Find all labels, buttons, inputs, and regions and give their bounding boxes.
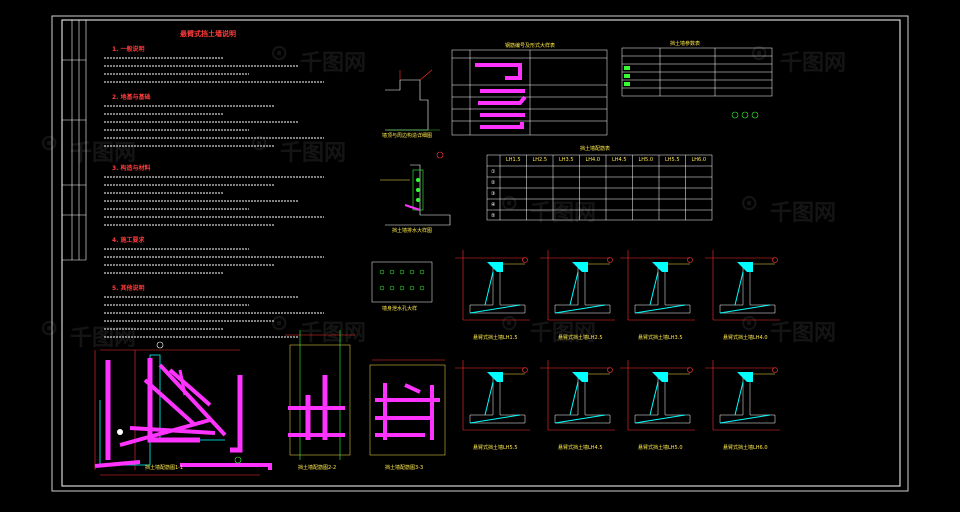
binding-strip [62, 20, 87, 261]
schedule-header-cell: LH2.5 [532, 157, 548, 163]
schedule-header-cell: LH6.0 [691, 157, 707, 163]
svg-text:⊙: ⊙ [740, 311, 758, 336]
wall-drawing [620, 360, 695, 431]
wall-drawing [540, 360, 615, 431]
notes-heading-4: 4. 施工要求 [112, 237, 145, 244]
wall-drawing [455, 250, 530, 321]
svg-text:⊙: ⊙ [740, 191, 758, 216]
schedule-row-id: ④ [491, 202, 496, 208]
schedule-table [486, 154, 713, 221]
svg-text:⊙: ⊙ [40, 131, 58, 156]
param-table-swatches [624, 66, 630, 86]
schedule-row-id: ② [491, 180, 496, 186]
svg-text:千图网: 千图网 [770, 321, 836, 346]
wall-caption: 悬臂式挡土墙LH2.5 [558, 335, 603, 341]
svg-text:千图网: 千图网 [530, 321, 596, 346]
schedule-header-cell: LH4.5 [612, 157, 627, 163]
caption-detail-mid: 挡土墙排水大样图 [392, 228, 433, 234]
caption-section-2: 挡土墙配筋图2-2 [298, 465, 337, 471]
section-1-1-drawing [94, 341, 272, 476]
caption-section-3: 挡土墙配筋图3-3 [385, 465, 424, 471]
param-table [621, 47, 773, 97]
wall-caption: 悬臂式挡土墙LH5.0 [638, 445, 683, 451]
detail-small-drawing [371, 261, 433, 303]
schedule-row-id: ③ [491, 191, 496, 197]
svg-text:⊙: ⊙ [750, 41, 768, 66]
svg-text:⊙: ⊙ [270, 311, 288, 336]
wall-caption: 悬臂式挡土墙LH3.5 [638, 335, 683, 341]
param-table-title: 挡土墙参数表 [670, 41, 701, 47]
schedule-row-id: ⑤ [491, 213, 496, 219]
svg-text:千图网: 千图网 [70, 326, 136, 351]
svg-text:千图网: 千图网 [280, 141, 346, 166]
watermark-group: ⊙千图网 ⊙千图网 ⊙千图网 ⊙千图网 ⊙千图网 ⊙千图网 ⊙千图网 ⊙千图网 … [40, 41, 846, 351]
rebar-table [451, 49, 608, 136]
detail-mid-drawing [380, 151, 451, 226]
wall-elevations [455, 250, 780, 431]
notes-heading-5: 5. 其他说明 [112, 285, 145, 292]
section-2-2-drawing [285, 330, 355, 460]
wall-drawing [540, 250, 615, 321]
schedule-header-cell: LH3.5 [559, 157, 574, 163]
rebar-shapes [475, 63, 527, 129]
svg-text:千图网: 千图网 [300, 321, 366, 346]
sheet-title: 悬臂式挡土墙说明 [180, 30, 236, 38]
section-3-3-drawing [369, 359, 446, 456]
caption-section-1: 挡土墙配筋图1-1 [145, 465, 184, 471]
param-callouts [731, 111, 759, 119]
svg-text:千图网: 千图网 [300, 51, 366, 76]
detail-top-drawing [385, 69, 440, 131]
wall-drawing [705, 360, 780, 431]
svg-text:千图网: 千图网 [70, 141, 136, 166]
svg-text:⊙: ⊙ [500, 191, 518, 216]
schedule-row-id: ① [491, 169, 496, 175]
notes-heading-2: 2. 地基与基础 [112, 94, 151, 101]
notes-heading-1: 1. 一般说明 [112, 46, 145, 53]
schedule-table-title: 挡土墙配筋表 [580, 146, 611, 152]
schedule-header-cell: LH1.5 [506, 157, 521, 163]
schedule-header-cell: LH4.0 [585, 157, 601, 163]
svg-text:⊙: ⊙ [40, 316, 58, 341]
notes-text-block [104, 57, 324, 338]
svg-text:千图网: 千图网 [530, 201, 596, 226]
wall-caption: 悬臂式挡土墙LH4.0 [723, 335, 768, 341]
svg-text:⊙: ⊙ [500, 311, 518, 336]
caption-detail-small: 墙身泄水孔大样 [382, 306, 418, 312]
schedule-header-cell: LH5.5 [665, 157, 680, 163]
schedule-header-cell: LH5.0 [638, 157, 654, 163]
wall-caption: 悬臂式挡土墙LH5.5 [473, 445, 518, 451]
outer-frame [51, 15, 909, 492]
wall-caption: 悬臂式挡土墙LH4.5 [558, 445, 603, 451]
wall-drawing [455, 360, 530, 431]
wall-drawing [705, 250, 780, 321]
wall-drawing [620, 250, 695, 321]
caption-detail-top: 墙顶与周边构造详细图 [382, 133, 433, 139]
wall-caption: 悬臂式挡土墙LH6.0 [723, 445, 768, 451]
inner-frame [61, 19, 901, 487]
svg-text:⊙: ⊙ [270, 41, 288, 66]
wall-caption: 悬臂式挡土墙LH1.5 [473, 335, 518, 341]
svg-text:⊙: ⊙ [250, 131, 268, 156]
notes-heading-3: 3. 构造与材料 [112, 165, 151, 172]
rebar-table-title: 钢筋编号及形式大样表 [505, 43, 556, 49]
svg-text:千图网: 千图网 [770, 201, 836, 226]
svg-text:千图网: 千图网 [780, 51, 846, 76]
